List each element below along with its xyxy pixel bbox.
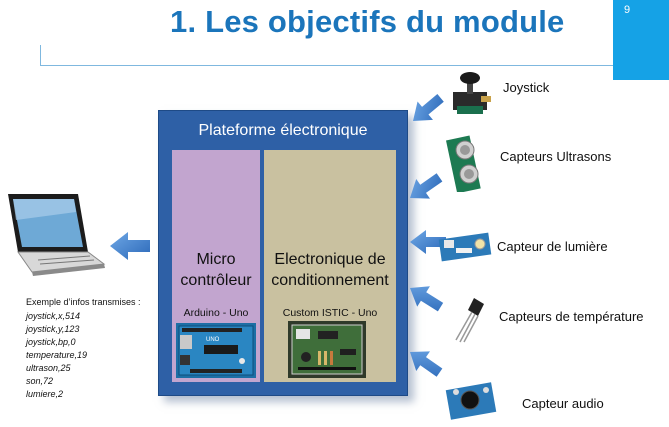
microcontroller-label-line2: contrôleur [180, 272, 252, 289]
microcontroller-label: Micro contrôleur [172, 249, 260, 291]
ultrasonic-sensor-icon [446, 135, 481, 192]
arrow-to-laptop-icon [110, 232, 150, 260]
platform-title: Plateforme électronique [198, 122, 368, 139]
svg-text:UNO: UNO [206, 337, 220, 343]
example-line: joystick,y,123 [26, 324, 80, 334]
example-line: lumiere,2 [26, 389, 64, 399]
arduino-board-label: Arduino - Uno [183, 307, 249, 319]
temperature-sensor-icon [455, 298, 484, 343]
example-line: son,72 [26, 376, 54, 386]
sensor-label-joystick: Joystick [503, 80, 550, 95]
slide-title: 1. Les objectifs du module [170, 4, 565, 39]
arrow-joystick-icon [413, 94, 444, 121]
conditioning-label: Electronique de conditionnement [264, 249, 396, 291]
examples-list: joystick,x,514 joystick,y,123 joystick,b… [26, 310, 87, 401]
example-line: ultrason,25 [26, 363, 71, 373]
joystick-icon [453, 72, 491, 114]
arduino-board-image: UNO [176, 323, 256, 378]
page-number: 9 [624, 4, 631, 16]
light-sensor-icon [438, 232, 492, 262]
laptop-icon [8, 194, 106, 276]
sensor-label-audio: Capteur audio [522, 396, 604, 411]
arrow-temperature-icon [410, 286, 444, 312]
example-line: temperature,19 [26, 350, 88, 360]
page-badge [613, 0, 669, 80]
conditioning-label-line2: conditionnement [271, 272, 389, 289]
conditioning-label-line1: Electronique de [274, 251, 386, 268]
examples-title: Exemple d’infos transmises : [26, 297, 141, 307]
decorative-line-vertical [40, 45, 41, 65]
arrow-ultrasonic-icon [410, 173, 443, 199]
custom-board-image [288, 321, 366, 378]
microcontroller-label-line1: Micro [196, 251, 236, 268]
arrow-light-icon [410, 230, 446, 254]
example-line: joystick,bp,0 [26, 337, 76, 347]
arrow-audio-icon [410, 351, 443, 377]
sensor-label-ultrasonic: Capteurs Ultrasons [500, 149, 612, 164]
example-line: joystick,x,514 [26, 311, 81, 321]
sensor-label-temperature: Capteurs de température [499, 309, 644, 324]
custom-board-label: Custom ISTIC - Uno [282, 307, 378, 319]
audio-sensor-icon [445, 382, 497, 420]
sensor-label-light: Capteur de lumière [497, 239, 608, 254]
decorative-line [40, 65, 615, 66]
